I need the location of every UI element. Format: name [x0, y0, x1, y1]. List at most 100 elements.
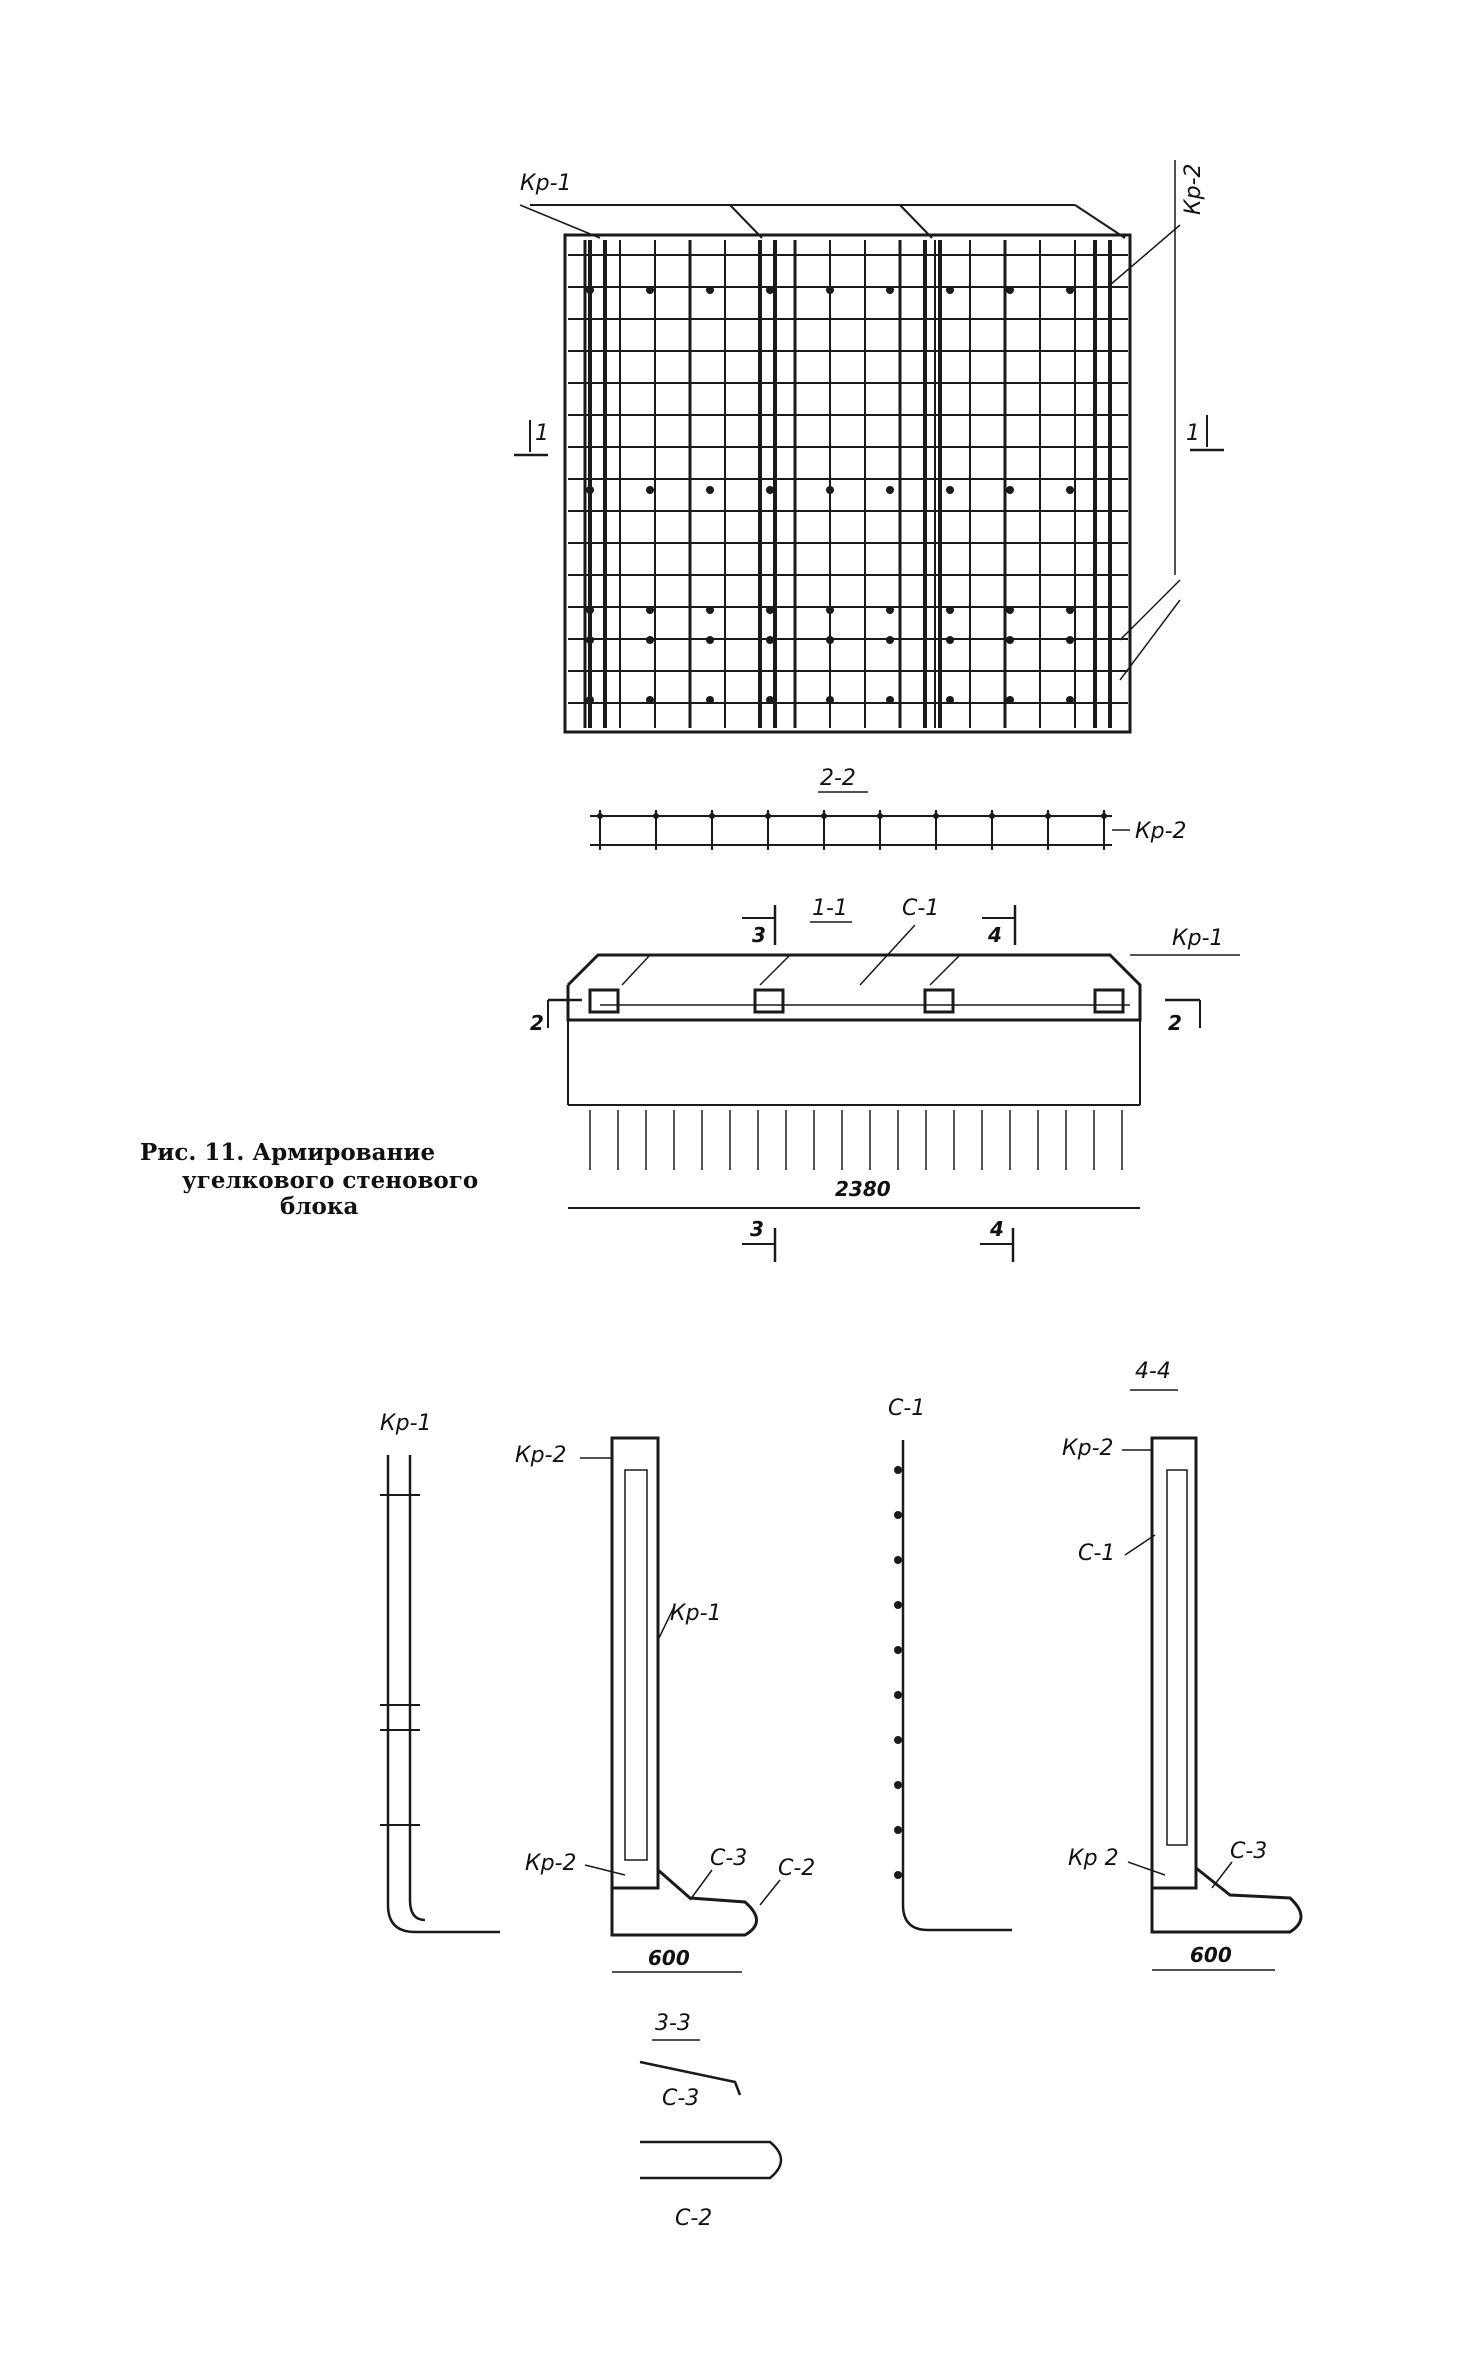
- figure-caption: Рис. 11. Армирование угелкового стеновог…: [140, 1139, 478, 1220]
- section-4-4-label-kr2-bottom: Кр 2: [1068, 1846, 1119, 1871]
- rebar-node: [586, 606, 594, 614]
- section-2-2-bars: [597, 810, 1107, 850]
- rebar-node: [766, 486, 774, 494]
- detail-c1-node: [894, 1556, 902, 1564]
- section-3-3-label-c2: С-2: [675, 2206, 712, 2231]
- rebar-node: [946, 606, 954, 614]
- plan-label-kr2: Кр-2: [1181, 163, 1206, 215]
- section-1-1-label-c1: С-1: [902, 896, 939, 921]
- section-1-1-dimension: 2380: [835, 1177, 891, 1201]
- rebar-node: [1006, 486, 1014, 494]
- section-3-3-title: 3-3: [655, 2011, 691, 2036]
- section-2-2-node: [1101, 813, 1107, 819]
- rebar-node: [586, 486, 594, 494]
- plan-section-mark-left: 1: [535, 421, 549, 446]
- section-2-2-node: [989, 813, 995, 819]
- detail-kr1: Кр-1: [380, 1411, 500, 1934]
- rebar-node: [646, 286, 654, 294]
- rebar-node: [1006, 606, 1014, 614]
- mark-4-top: 4: [987, 923, 1002, 947]
- detail-block-label-kr1: Кр-1: [670, 1601, 722, 1626]
- rebar-node: [946, 486, 954, 494]
- detail-c1-bars: [894, 1466, 902, 1879]
- detail-c1-node: [894, 1646, 902, 1654]
- rebar-node: [586, 286, 594, 294]
- mark-3-bottom: 3: [750, 1217, 764, 1241]
- rebar-node: [1066, 636, 1074, 644]
- rebar-node: [886, 286, 894, 294]
- rebar-node: [826, 606, 834, 614]
- plan-view: Кр-1 Кр-2 1 1: [514, 160, 1224, 734]
- section-4-4-label-c1: С-1: [1078, 1541, 1115, 1566]
- rebar-node: [706, 696, 714, 704]
- detail-block-dimension: 600: [648, 1946, 690, 1970]
- rebar-node: [886, 636, 894, 644]
- caption-line-1: Рис. 11. Армирование: [140, 1139, 435, 1166]
- rebar-node: [766, 696, 774, 704]
- rebar-node: [946, 636, 954, 644]
- rebar-grid: [568, 240, 1128, 728]
- rebar-node: [646, 606, 654, 614]
- section-4-4-label-kr2-top: Кр-2: [1062, 1436, 1114, 1461]
- mark-2-left: 2: [530, 1011, 544, 1035]
- detail-block-label-c3: С-3: [710, 1846, 747, 1871]
- rebar-node: [826, 486, 834, 494]
- section-2-2-node: [821, 813, 827, 819]
- plan-section-mark-right: 1: [1186, 421, 1200, 446]
- detail-c1-label: С-1: [888, 1396, 925, 1421]
- rebar-node: [706, 486, 714, 494]
- rebar-node: [826, 696, 834, 704]
- rebar-node: [946, 696, 954, 704]
- section-2-2-node: [1045, 813, 1051, 819]
- section-3-3: 3-3 С-3 С-2: [639, 2011, 783, 2231]
- section-2-2-node: [597, 813, 603, 819]
- section-2-2-node: [709, 813, 715, 819]
- section-2-2: 2-2 Кр-2: [590, 766, 1187, 850]
- rebar-node: [1066, 286, 1074, 294]
- detail-c1-node: [894, 1826, 902, 1834]
- section-1-1: 1-1 С-1 Кр-1 3 4 2 2 2380: [530, 896, 1240, 1262]
- rebar-node: [706, 606, 714, 614]
- rebar-node: [826, 286, 834, 294]
- section-4-4-label-c3: С-3: [1230, 1839, 1267, 1864]
- rebar-node: [946, 286, 954, 294]
- rebar-node: [1006, 696, 1014, 704]
- section-2-2-label-kr2: Кр-2: [1135, 819, 1187, 844]
- section-4-4-dimension: 600: [1190, 1943, 1232, 1967]
- section-2-2-node: [877, 813, 883, 819]
- caption-line-2: угелкового стенового: [182, 1167, 478, 1194]
- detail-c1-node: [894, 1871, 902, 1879]
- rebar-node: [586, 696, 594, 704]
- detail-c1: С-1: [888, 1396, 1012, 1932]
- rebar-node: [826, 636, 834, 644]
- section-4-4: 4-4 Кр-2 С-1 Кр 2 С-3 600: [1062, 1359, 1303, 1971]
- rebar-node: [706, 286, 714, 294]
- rebar-node: [886, 486, 894, 494]
- section-2-2-node: [765, 813, 771, 819]
- detail-c1-node: [894, 1466, 902, 1474]
- detail-c1-node: [894, 1781, 902, 1789]
- detail-c1-node: [894, 1601, 902, 1609]
- mark-3-top: 3: [752, 923, 766, 947]
- detail-block: Кр-2 Кр-1 Кр-2 С-3 С-2 600: [515, 1436, 815, 1973]
- detail-block-label-kr2-top: Кр-2: [515, 1443, 567, 1468]
- rebar-node: [706, 636, 714, 644]
- rebar-node: [766, 606, 774, 614]
- section-1-1-label-kr1: Кр-1: [1172, 926, 1224, 951]
- section-2-2-node: [653, 813, 659, 819]
- rebar-node: [886, 606, 894, 614]
- section-2-2-node: [933, 813, 939, 819]
- detail-kr1-label: Кр-1: [380, 1411, 432, 1436]
- rebar-node: [886, 696, 894, 704]
- plan-label-kr1: Кр-1: [520, 171, 572, 196]
- rebar-node: [586, 636, 594, 644]
- rebar-node: [646, 636, 654, 644]
- detail-block-label-kr2-bottom: Кр-2: [525, 1851, 577, 1876]
- detail-c1-node: [894, 1691, 902, 1699]
- mark-2-right: 2: [1168, 1011, 1182, 1035]
- section-1-1-title: 1-1: [812, 896, 848, 921]
- detail-block-label-c2: С-2: [778, 1856, 815, 1881]
- detail-c1-node: [894, 1736, 902, 1744]
- section-4-4-title: 4-4: [1135, 1359, 1171, 1384]
